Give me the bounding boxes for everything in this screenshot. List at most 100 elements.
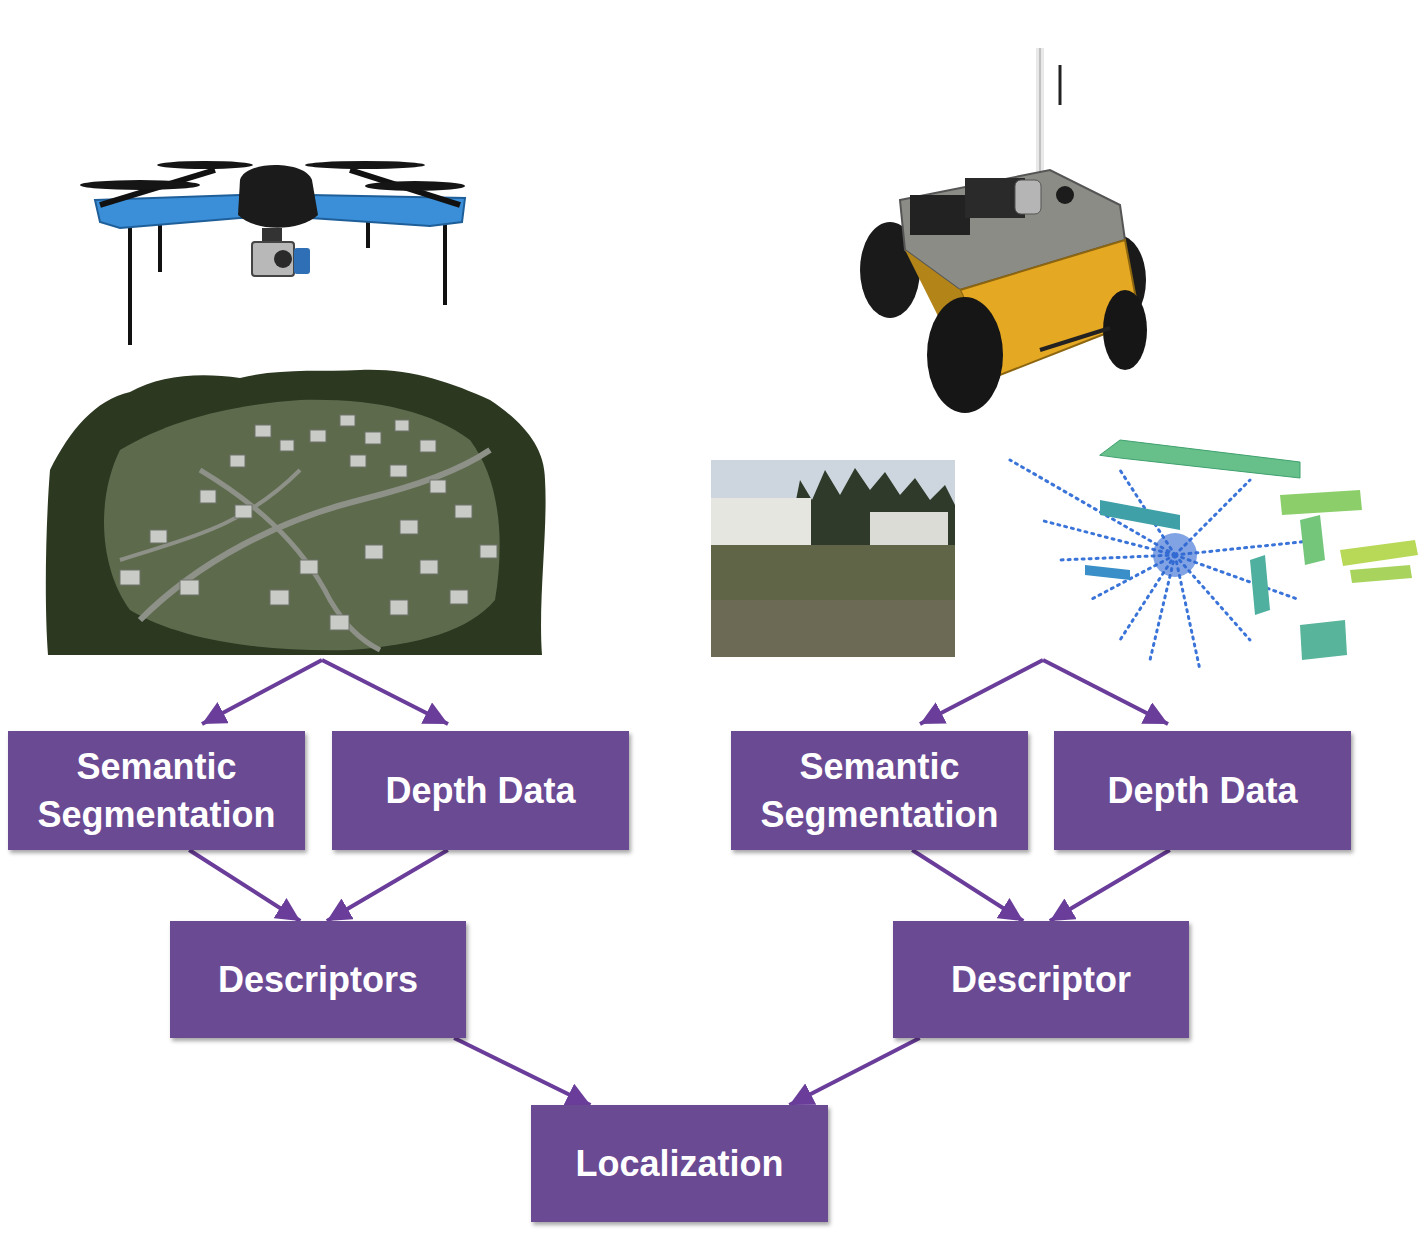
scan-wall <box>1100 440 1300 478</box>
house <box>340 415 355 426</box>
photo-building <box>711 498 811 548</box>
scan-wall <box>1300 620 1347 660</box>
bumper-bar <box>1040 328 1110 350</box>
source-arrows <box>202 660 1168 724</box>
house <box>330 615 349 630</box>
source-arrow <box>322 660 448 724</box>
map-road <box>120 470 300 560</box>
house <box>420 440 436 452</box>
house <box>365 432 381 444</box>
scan-wall <box>1340 540 1418 566</box>
camera-lens <box>274 250 292 268</box>
house <box>270 590 289 605</box>
propeller <box>365 181 465 191</box>
house <box>480 545 497 558</box>
antenna-mast-edge <box>1040 48 1041 175</box>
house <box>310 430 326 442</box>
source-arrow <box>202 660 322 724</box>
scan-wall <box>1350 565 1412 583</box>
camera <box>1056 186 1074 204</box>
house <box>350 455 366 467</box>
antenna-mast <box>1036 48 1044 175</box>
photo-sky <box>711 460 955 657</box>
connector-arrow <box>327 850 448 921</box>
lidar-ray <box>1010 460 1175 555</box>
process-box: Depth Data <box>1054 731 1351 850</box>
drone-leg <box>128 225 132 345</box>
point-cloud <box>1010 440 1418 670</box>
propeller <box>305 161 425 169</box>
house <box>395 420 409 431</box>
drone-leg <box>443 222 447 305</box>
box-label: Descriptors <box>218 956 418 1004</box>
house <box>390 600 408 615</box>
scan-center <box>1153 533 1197 577</box>
process-box: Localization <box>531 1105 828 1222</box>
connector-arrow <box>454 1038 590 1105</box>
ground-robot <box>860 48 1147 413</box>
house <box>390 465 407 477</box>
map-vegetation <box>46 370 546 655</box>
drone <box>80 161 465 345</box>
process-box: Semantic Segmentation <box>8 731 305 850</box>
drone-leg <box>366 222 370 248</box>
ground-photo <box>711 460 955 657</box>
antenna <box>1059 65 1062 105</box>
house <box>365 545 383 559</box>
house <box>200 490 216 503</box>
propeller <box>157 161 253 169</box>
house <box>400 520 418 534</box>
source-arrow <box>920 660 1043 724</box>
gimbal <box>262 228 282 242</box>
process-box: Semantic Segmentation <box>731 731 1028 850</box>
scan-wall <box>1280 490 1362 515</box>
scan-wall <box>1085 565 1130 580</box>
wheel <box>927 297 1003 413</box>
scan-wall <box>1250 555 1270 615</box>
aerial-map <box>46 370 546 655</box>
propeller <box>80 180 200 190</box>
box-label: Depth Data <box>1107 767 1297 815</box>
house <box>280 440 294 451</box>
photo-building <box>870 512 948 548</box>
process-box: Descriptors <box>170 921 466 1038</box>
process-box: Depth Data <box>332 731 629 850</box>
scan-wall <box>1100 500 1180 530</box>
lidar-sensor <box>1015 180 1041 214</box>
process-box: Descriptor <box>893 921 1189 1038</box>
box-label: Semantic Segmentation <box>18 743 295 839</box>
map-ground <box>104 400 500 650</box>
house <box>120 570 140 585</box>
connector-arrow <box>789 1038 919 1105</box>
house <box>455 505 472 518</box>
house <box>180 580 199 595</box>
connector-arrow <box>1050 850 1170 921</box>
box-label: Semantic Segmentation <box>741 743 1018 839</box>
box-label: Depth Data <box>385 767 575 815</box>
connector-arrow <box>189 850 300 921</box>
gimbal-motor <box>294 248 310 274</box>
source-arrow <box>1043 660 1168 724</box>
camera <box>252 242 294 276</box>
drone-body <box>238 165 318 228</box>
house <box>255 425 271 437</box>
electronics-box <box>910 195 970 235</box>
drone-leg <box>158 225 162 272</box>
house <box>300 560 318 574</box>
map-road <box>200 470 380 650</box>
house <box>235 505 252 518</box>
connector-arrow <box>912 850 1023 921</box>
house <box>420 560 438 574</box>
house <box>150 530 167 543</box>
house <box>230 455 245 467</box>
house <box>430 480 446 493</box>
scan-wall <box>1300 515 1325 565</box>
house <box>450 590 468 604</box>
photo-ground <box>711 600 955 657</box>
box-label: Descriptor <box>951 956 1131 1004</box>
box-label: Localization <box>575 1140 783 1188</box>
photo-ground <box>711 545 955 657</box>
